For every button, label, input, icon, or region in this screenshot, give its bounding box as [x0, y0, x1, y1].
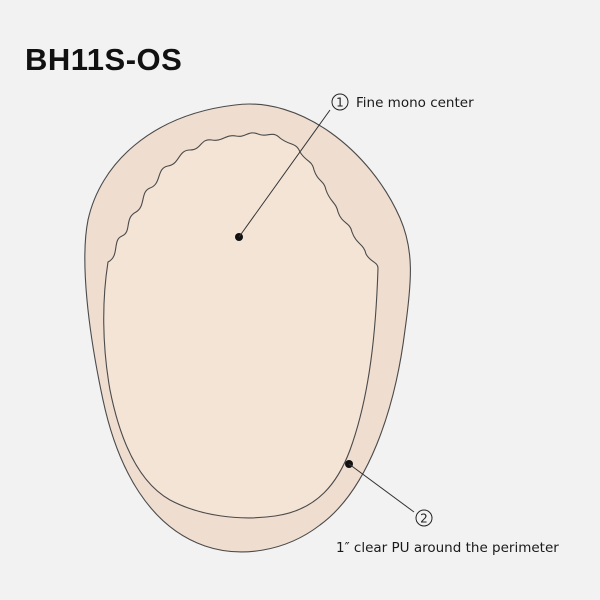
callout-2-number: 2 — [420, 512, 428, 526]
callout-1-number-circle — [331, 93, 349, 111]
callout-1-leader — [238, 109, 331, 238]
mono-center-shape — [103, 132, 379, 519]
callout-1-label: Fine mono center — [356, 95, 474, 111]
product-title: BH11S-OS — [25, 42, 183, 77]
callout-2-leader — [348, 463, 415, 513]
callout-2-number-circle — [415, 509, 433, 527]
callout-2-label: 1″ clear PU around the perimeter — [336, 540, 559, 556]
callout-1-number: 1 — [336, 96, 344, 110]
